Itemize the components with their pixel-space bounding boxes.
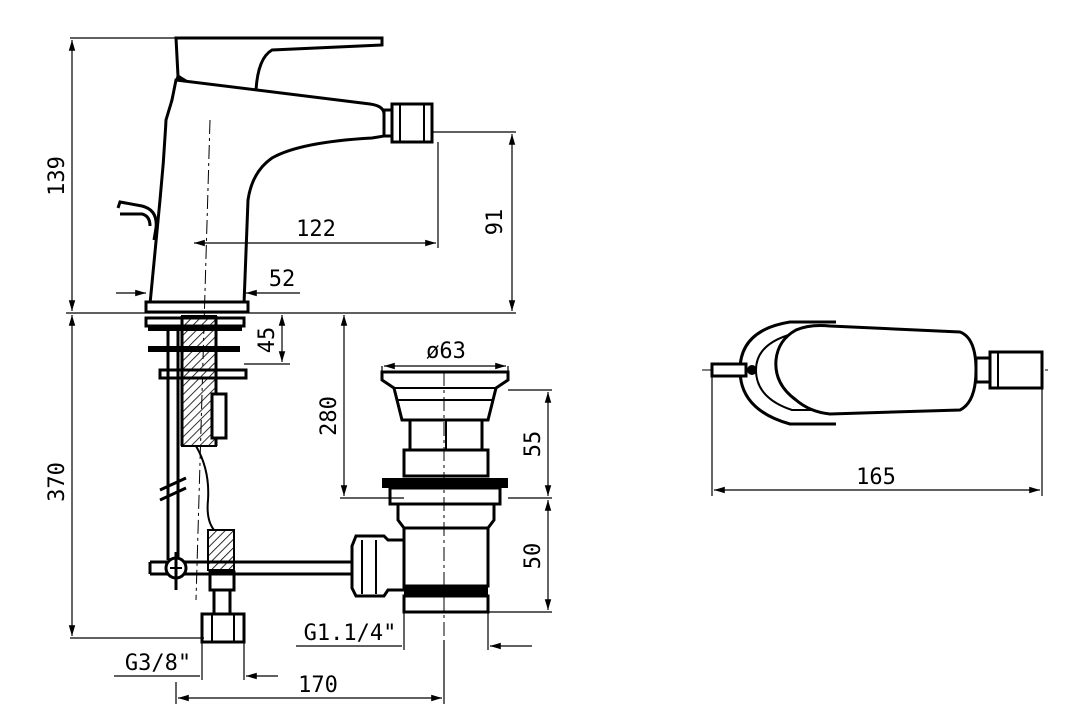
dim-thread-supply: G3/8" [114, 642, 278, 680]
dim-waste-top: 55 [508, 389, 552, 499]
base-ring [144, 300, 250, 314]
side-elevation: 139 91 122 52 45 370 [45, 36, 552, 704]
dim-139-label: 139 [45, 156, 70, 196]
dim-280-label: 280 [317, 396, 342, 436]
plan-aerator [974, 350, 1044, 390]
plan-lever-body [774, 324, 978, 416]
popup-rod [116, 200, 158, 241]
dim-reach: 122 [194, 142, 439, 248]
dim-diameter: ø63 [381, 339, 509, 372]
dim-370-label: 370 [45, 462, 70, 502]
plan-popup-rod [710, 362, 748, 378]
dim-thread-waste: G1.1/4" [296, 612, 532, 650]
dim-base: 52 [116, 267, 300, 297]
dim-waste-bottom: 50 [488, 500, 552, 613]
plan-view: 165 [702, 320, 1050, 496]
dim-50-label: 50 [521, 543, 546, 570]
dim-supply-spacing: 170 [175, 640, 445, 704]
dim-thickness: 45 [244, 315, 290, 365]
dim-thread-waste-label: G1.1/4" [304, 621, 397, 646]
aerator-nozzle [382, 102, 434, 144]
dim-height-spout: 91 [432, 131, 516, 311]
dim-45-label: 45 [255, 327, 280, 354]
dim-thread-supply-label: G3/8" [125, 651, 191, 676]
popup-linkage [148, 552, 360, 590]
mixer-body [148, 78, 386, 306]
dim-170-label: 170 [298, 673, 338, 698]
dim-52-label: 52 [269, 267, 296, 292]
dim-plan-length: 165 [711, 376, 1043, 496]
dim-height-total: 139 [45, 37, 176, 311]
dim-55-label: 55 [521, 431, 546, 458]
popup-waste [350, 370, 510, 640]
dim-under-height: 370 [45, 315, 204, 639]
fixing-assembly [144, 315, 248, 571]
dim-165-label: 165 [856, 465, 896, 490]
dim-91-label: 91 [483, 209, 508, 236]
dim-diameter-label: ø63 [426, 339, 466, 364]
dim-waste-height: 280 [317, 315, 404, 499]
dim-122-label: 122 [296, 217, 336, 242]
supply-hose-end [200, 570, 246, 644]
